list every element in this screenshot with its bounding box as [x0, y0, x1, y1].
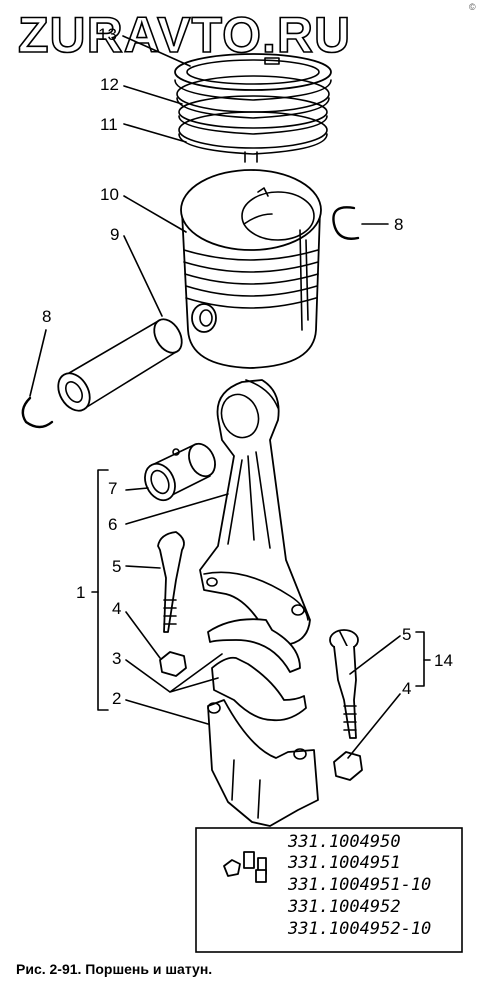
label-8-right: 8	[394, 215, 403, 234]
small-parts-icon	[223, 851, 267, 883]
label-8-left: 8	[42, 307, 51, 326]
rod-bolt-right	[329, 629, 359, 739]
corner-mark: ©	[469, 2, 476, 12]
label-3: 3	[112, 649, 121, 668]
label-5-left: 5	[112, 557, 121, 576]
label-10: 10	[100, 185, 119, 204]
label-6: 6	[108, 515, 117, 534]
label-14: 14	[434, 651, 453, 670]
label-12: 12	[100, 75, 119, 94]
rod-nut-left	[159, 651, 187, 677]
piston	[180, 169, 322, 369]
part-number-1: 331.1004950	[287, 832, 401, 852]
connecting-rod	[199, 379, 311, 645]
label-4-left: 4	[112, 599, 121, 618]
bearing-shell-upper	[207, 618, 301, 673]
part-number-3: 331.1004951-10	[287, 875, 431, 895]
rod-bolt-left	[157, 531, 185, 633]
piston-rings	[174, 53, 332, 163]
label-5-right: 5	[402, 625, 411, 644]
part-labels: 13 12 11 10 9 8 8 7 6 5 4 3 2 1 5 14 4	[42, 25, 453, 708]
part-number-4: 331.1004952	[287, 897, 401, 917]
watermark: ZURAVTO.RU	[18, 7, 351, 63]
label-7: 7	[108, 479, 117, 498]
figure-caption: Рис. 2-91. Поршень и шатун.	[16, 961, 213, 977]
piston-pin	[57, 318, 183, 412]
bearing-shell-lower	[211, 656, 307, 722]
small-end-bushing	[144, 442, 216, 502]
part-number-box: 331.1004950 331.1004951 331.1004951-10 3…	[195, 827, 463, 953]
leader-lines	[29, 35, 431, 759]
label-4-right: 4	[402, 679, 411, 698]
label-13: 13	[98, 25, 117, 44]
rod-nut-right	[333, 751, 363, 781]
part-number-2: 331.1004951	[287, 853, 401, 873]
label-9: 9	[110, 225, 119, 244]
label-2: 2	[112, 689, 121, 708]
rod-cap	[207, 699, 319, 827]
label-1: 1	[76, 583, 85, 602]
snap-ring-right	[332, 206, 360, 240]
label-11: 11	[100, 115, 118, 134]
snap-ring-left	[21, 396, 54, 429]
part-number-5: 331.1004952-10	[287, 919, 431, 939]
